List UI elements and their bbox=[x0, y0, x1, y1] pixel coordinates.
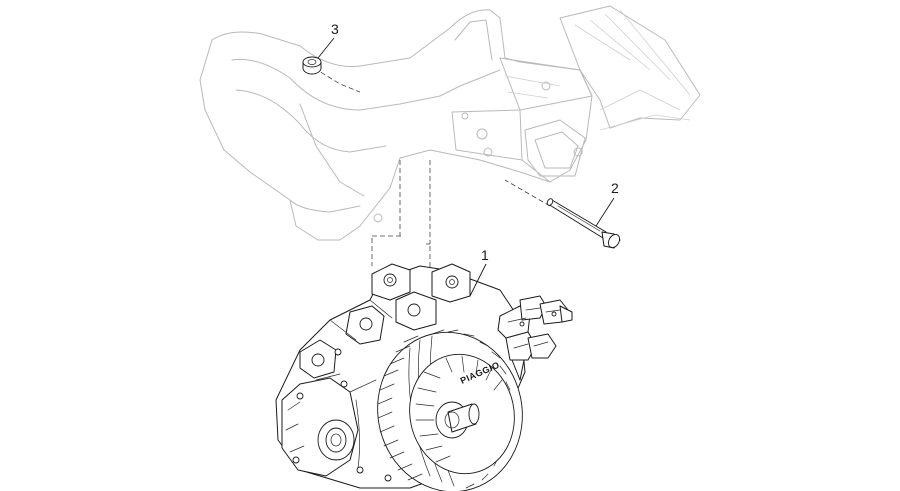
callout-2: 2 bbox=[595, 180, 619, 227]
cable-connectors bbox=[497, 295, 573, 381]
assembly-guide-lines bbox=[313, 67, 551, 276]
callout-1-label: 1 bbox=[481, 247, 489, 263]
callout-3: 3 bbox=[317, 21, 339, 59]
callout-2-leader bbox=[595, 197, 615, 227]
callout-1: 1 bbox=[469, 247, 489, 297]
stator-ribs bbox=[415, 355, 503, 463]
frame-ghost bbox=[199, 5, 701, 241]
callout-2-label: 2 bbox=[611, 180, 619, 196]
callout-3-label: 3 bbox=[331, 21, 339, 37]
callout-3-leader bbox=[317, 37, 335, 59]
part-3-nut[interactable] bbox=[302, 56, 322, 75]
callout-1-leader bbox=[469, 263, 487, 297]
part-2-bolt[interactable] bbox=[546, 198, 622, 250]
part-1-electric-motor[interactable]: PIAGGIO bbox=[275, 263, 573, 491]
